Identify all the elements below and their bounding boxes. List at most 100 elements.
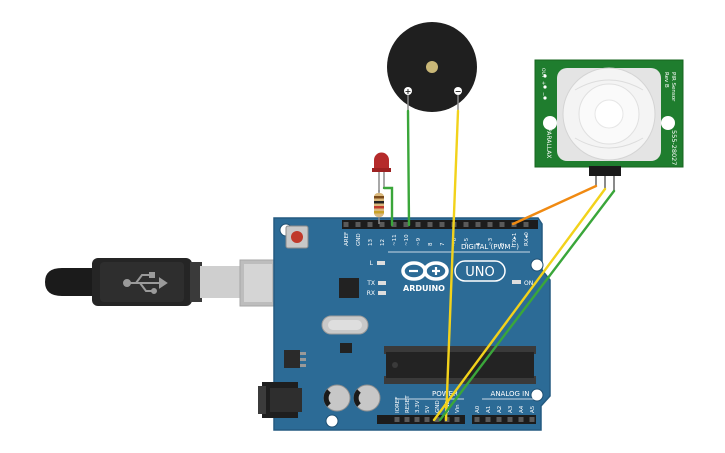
digital-pin-label: GND [356,233,362,246]
led-on [512,280,521,284]
digital-pin-label: ~5 [464,237,470,246]
power-header [377,415,465,424]
analog-header-label: ANALOG IN [491,390,530,398]
analog-pin-socket [507,417,513,422]
digital-pin-label: 7 [440,242,446,246]
analog-pin-label: A0 [475,405,481,413]
led-l-label: L [370,260,374,267]
analog-pin-socket [518,417,524,422]
digital-pin-label: ~11 [392,234,398,246]
digital-header-label: DIGITAL (PWM~) [461,243,519,251]
buzzer-plus-label: + [405,87,412,96]
capacitor [323,384,351,412]
power-pin-socket [414,417,420,422]
wire-pir-gnd [438,189,616,422]
digital-pin-socket [355,222,361,227]
buzzer-center [426,61,438,73]
led-tx-label: TX [366,280,375,287]
led-l [377,261,385,265]
led-rx-label: RX [367,290,375,297]
analog-pin-socket [529,417,535,422]
pir-header-pins [589,166,621,192]
digital-pin-label: ~6 [452,237,458,246]
voltage-regulator [284,350,306,368]
arduino-logo-icon [401,261,449,281]
power-pin-socket [434,417,440,422]
pir-rev: Rev B [663,72,669,88]
digital-pin-label: ~3 [488,237,494,246]
digital-pin-socket [499,222,505,227]
pir-brand: PARALLAX [545,128,552,158]
digital-pin-socket [343,222,349,227]
power-jack [258,382,302,418]
usb-controller-chip [339,278,359,298]
digital-pin-socket [379,222,385,227]
pir-part-number: 555-28027 [670,130,678,165]
mounting-hole [661,116,675,130]
mounting-hole [530,258,544,272]
digital-pin-socket [415,222,421,227]
digital-pin-label: 13 [368,239,374,246]
analog-pin-socket [474,417,480,422]
power-pin-label: IOREF [395,397,401,413]
model-badge [454,260,506,282]
digital-pin-label: AREF [344,232,350,246]
pir-title: PIR Sensor [670,72,676,102]
digital-pin-label: 4 [476,242,482,246]
digital-pin-socket [367,222,373,227]
power-header-label: POWER [432,390,458,398]
power-pin-label: RESET [405,395,411,413]
digital-pin-socket [403,222,409,227]
digital-pin-label: RX◂0 [524,232,530,246]
digital-pin-socket [463,222,469,227]
analog-pin-label: A5 [530,405,536,413]
reset-button[interactable] [285,225,309,249]
digital-pin-label: 12 [380,239,386,246]
digital-pin-socket [439,222,445,227]
wires [382,109,616,422]
digital-pin-socket [523,222,529,227]
wire-led-gnd [382,186,394,227]
pir-pin-label-minus: − [540,92,546,96]
power-pin-socket [454,417,460,422]
model-label: UNO [465,265,494,280]
digital-pin-socket [487,222,493,227]
power-pin-label: Vin [455,404,461,413]
power-pin-label: 3.3V [415,400,421,413]
usb-cable [45,258,277,307]
mounting-hole [325,414,339,428]
wire-buzzer-minus-gnd [444,109,460,422]
mounting-hole [530,388,544,402]
capacitor [353,384,381,412]
digital-pin-label: TX▸1 [512,233,518,247]
digital-pin-label: ~10 [404,234,410,246]
power-pin-socket [404,417,410,422]
small-chip [340,343,352,353]
pir-sensor-module: PIR Sensor Rev B 555-28027 PARALLAX OUT … [534,59,684,192]
arduino-uno-board: L TX RX ON ARDUINO UNO [258,217,551,431]
microcontroller-chip [384,346,536,384]
analog-pin-socket [485,417,491,422]
resistor [374,190,384,224]
digital-pin-socket [475,222,481,227]
power-pin-socket [424,417,430,422]
led-tx [378,281,386,285]
led-on-label: ON [524,280,533,287]
piezo-buzzer: + − [387,22,477,112]
analog-pin-label: A1 [486,406,492,413]
wire-pir-out-pin2 [511,184,598,226]
pir-dome [557,67,661,161]
power-pin-label: GND [435,400,441,413]
mounting-hole [543,116,557,130]
analog-pin-socket [496,417,502,422]
digital-pin-socket [427,222,433,227]
analog-pin-label: A4 [519,405,525,413]
analog-pin-label: A3 [508,405,514,413]
digital-pin-label: 2 [500,243,506,247]
usb-symbol-icon [123,272,168,294]
wire-pir-plus-5v [432,187,607,422]
pir-pin-labels [543,74,547,100]
